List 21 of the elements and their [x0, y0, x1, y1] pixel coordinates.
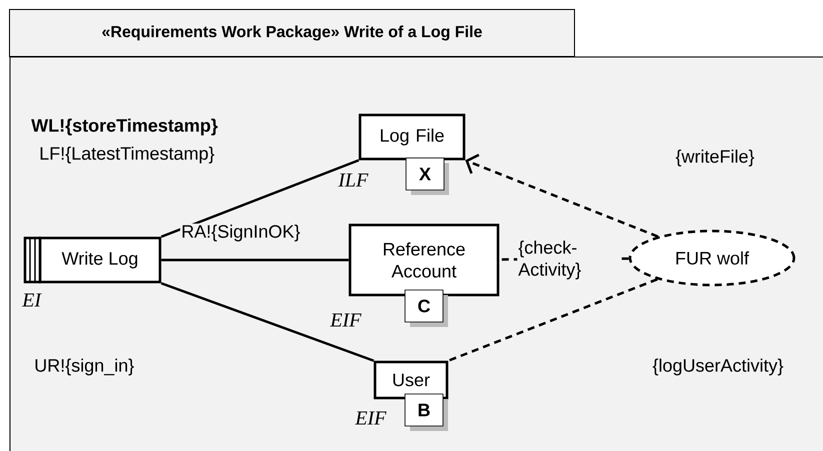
- node-label: «Requirements Work Package» Write of a Log File: [102, 26, 482, 40]
- type-label: EI: [22, 293, 42, 307]
- flow-label: LF!{LatestTimestamp}: [38, 146, 216, 164]
- type-tag: C: [404, 290, 448, 327]
- connector: [160, 282, 374, 362]
- edge-label: {check- Activity}: [517, 240, 618, 280]
- entity-box: Write Log: [24, 236, 162, 284]
- flow-label: WL!{storeTimestamp}: [30, 118, 219, 136]
- connector: [465, 154, 658, 238]
- type-label: ILF: [338, 173, 368, 187]
- type-tag: X: [406, 158, 449, 195]
- connector: [160, 159, 360, 238]
- connector: [161, 258, 349, 262]
- connector: [448, 278, 658, 362]
- flow-label: {writeFile}: [674, 148, 756, 168]
- flow-label: RA!{SignInOK}: [180, 224, 302, 242]
- type-label: EIF: [330, 313, 362, 327]
- type-tag: B: [404, 394, 448, 431]
- flow-label: UR!{sign_in}: [33, 358, 136, 376]
- type-label: EIF: [354, 411, 386, 425]
- flow-label: {logUserActivity}: [651, 358, 785, 376]
